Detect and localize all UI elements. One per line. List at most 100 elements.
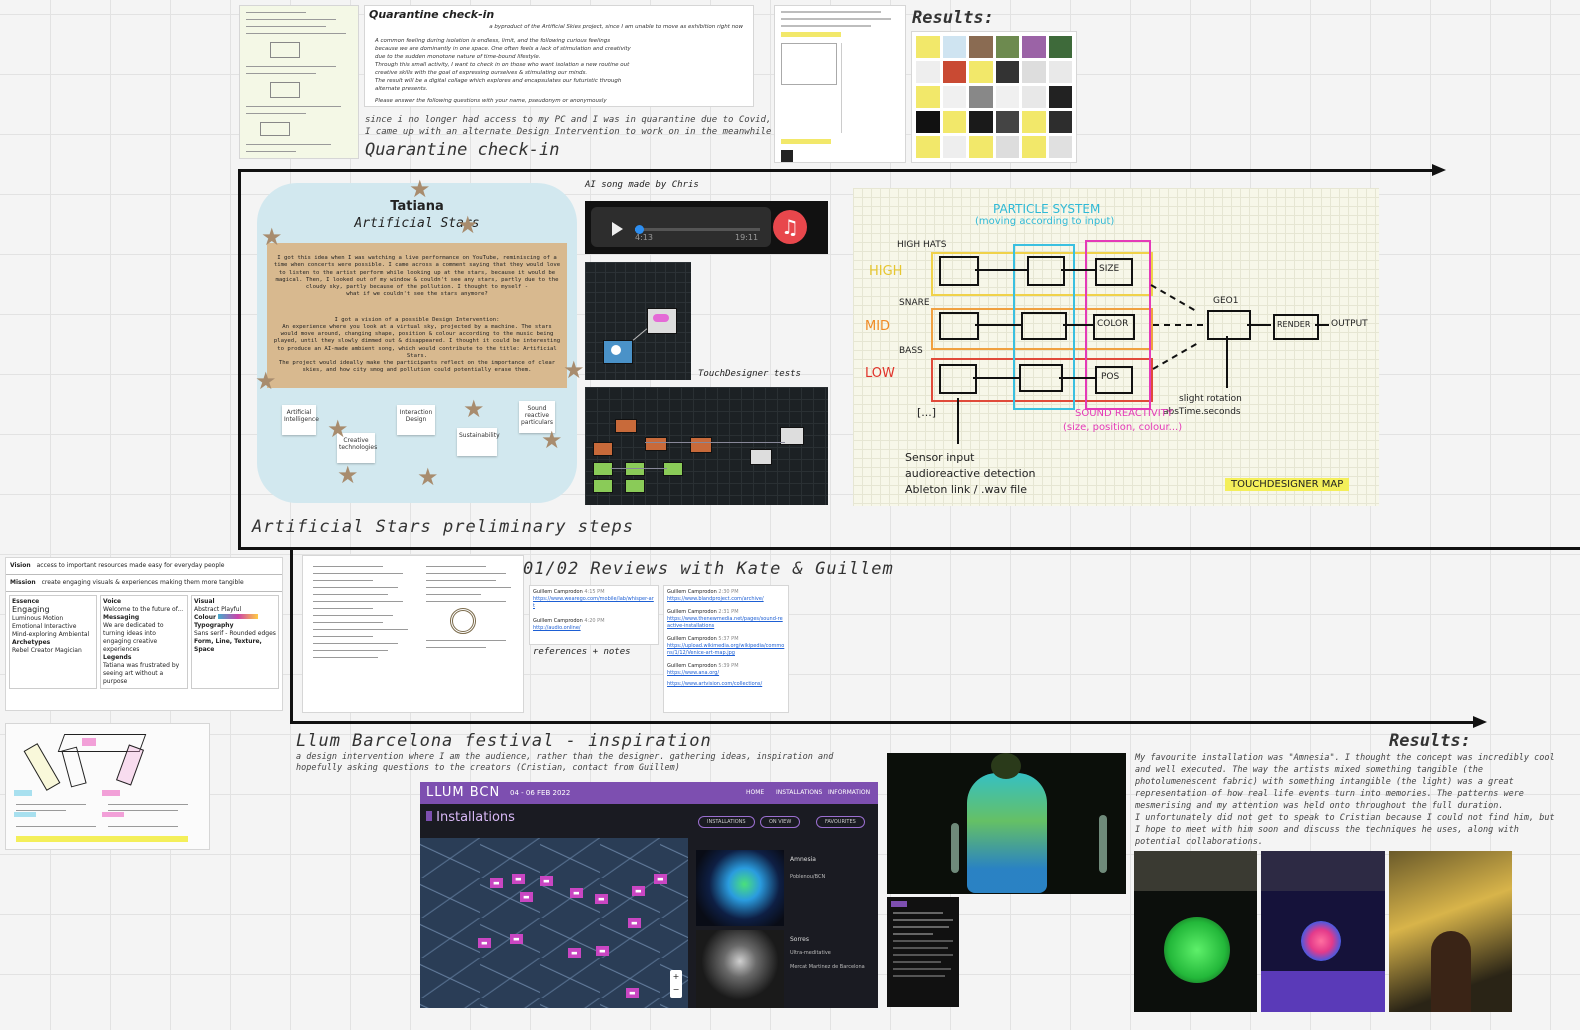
phone-screenshot[interactable] [887,897,959,1007]
sound-reactivity-sub: (size, position, colour...) [1063,422,1183,433]
audio-player[interactable]: 4:13 19:11 ♫ [585,201,828,254]
timeline-vertical-2 [290,547,293,724]
card-subtitle: Ultra-meditative [790,950,831,956]
legends-value: Tatiana was frustrated by seeing art wit… [103,662,180,685]
chat-link[interactable]: https://www.ana.org/ [667,670,720,676]
installations-map[interactable]: ▬ ▬ ▬ ▬ ▬ ▬ ▬ ▬ ▬ ▬ ▬ ▬ ▬ ▬ +− [420,838,688,1008]
visual-label: Visual [194,598,215,605]
timeline-arrow-1 [1432,164,1446,176]
site-logo[interactable]: LLUM BCN [426,785,501,800]
chat-link[interactable]: https://www.thenewmedia.net/pages/sound-… [667,616,783,629]
nav-home[interactable]: HOME [746,789,765,796]
chat-right[interactable]: Guillem Camprodon 2:30 PM https://www.bl… [664,586,788,712]
chat-left[interactable]: Guillem Camprodon 4:15 PM https://www.we… [530,586,658,644]
filter-installations[interactable]: INSTALLATIONS [698,816,755,828]
brand-board[interactable]: Vision access to important resources mad… [6,558,282,710]
zoom-controls[interactable]: +− [670,970,682,998]
music-note-icon[interactable]: ♫ [773,210,807,244]
map-pin[interactable]: ▬ [520,892,533,902]
source-high: HIGH HATS [897,240,947,250]
source-low: BASS [899,346,923,356]
site-dates: 04 - 06 FEB 2022 [510,789,571,797]
llum-website[interactable]: LLUM BCN 04 - 06 FEB 2022 HOME INSTALLAT… [420,782,878,1008]
map-pin[interactable]: ▬ [654,874,667,884]
map-pin[interactable]: ▬ [632,886,645,896]
chat-link[interactable]: http://audio.online/ [533,625,581,631]
visual-value: Abstract [194,606,220,613]
touchdesigner-map[interactable]: PARTICLE SYSTEM (moving according to inp… [853,188,1379,506]
sketch-worksheet[interactable] [240,6,358,158]
touchdesigner-screenshot-2[interactable] [585,387,828,505]
map-pin[interactable]: ▬ [478,938,491,948]
map-pin[interactable]: ▬ [490,878,503,888]
quarantine-form[interactable]: Quarantine check-in a byproduct of the A… [365,6,753,106]
node-high-3 [1095,258,1133,286]
note-creative-tech[interactable]: Creative technologies [337,433,377,463]
row-box-low [931,358,1153,402]
installation-card-1[interactable]: Amnesia Poblenou/BCN [694,850,878,926]
attr-pos: POS [1101,372,1120,382]
note-ai[interactable]: Artificial Intelligence [282,405,319,435]
result-photo-2[interactable] [1261,851,1385,1012]
typography-label: Typography [194,622,234,629]
nav-information[interactable]: INFORMATION [828,789,871,796]
mindmap-sketch[interactable] [6,724,209,849]
review-notes-sketch[interactable] [303,556,523,712]
chat-time: 4:20 PM [584,618,605,624]
star-icon: ★ [563,356,585,384]
map-pin[interactable]: ▬ [626,988,639,998]
filter-favourites[interactable]: FAVOURITES [816,816,865,828]
artificial-stars-board[interactable]: Tatiana Artificial Stars I got this idea… [255,177,585,503]
star-icon: ★ [327,415,349,443]
map-pin[interactable]: ▬ [595,894,608,904]
map-pin[interactable]: ▬ [570,888,583,898]
reviews-heading: 01/02 Reviews with Kate & Guillem [523,559,894,579]
audio-progress-track[interactable] [634,225,760,234]
audio-progress-knob[interactable] [634,225,644,234]
node-low-2 [1019,364,1063,392]
result-photo-1[interactable] [1134,851,1257,1012]
chat-link[interactable]: https://www.wearego.com/mobile/lab/whisp… [533,596,654,609]
source-mid: SNARE [899,298,930,308]
chat-author: Guillem Camprodon [667,636,717,642]
filter-on-view[interactable]: ON VIEW [760,816,801,828]
node-low-3 [1095,366,1133,394]
chat-link[interactable]: https://upload.wikimedia.org/wikipedia/c… [667,643,785,656]
card-subtitle: Poblenou/BCN [790,874,826,880]
level-mid: MID [865,319,891,334]
chat-link[interactable]: https://www.artvision.com/collections/ [667,681,763,687]
results-label-bottom: Results: [1389,731,1471,751]
level-high: HIGH [869,264,903,279]
map-pin[interactable]: ▬ [540,876,553,886]
nav-installations[interactable]: INSTALLATIONS [776,789,823,796]
note-interaction[interactable]: Interaction Design [397,405,435,435]
geo-label: GEO1 [1213,296,1239,306]
chat-link[interactable]: https://www.blandproject.com/archive/ [667,596,764,602]
timeline-line-1 [238,169,1433,172]
row-box-high [931,252,1153,296]
references-label: references + notes [533,647,631,657]
chat-author: Guillem Camprodon [533,618,583,624]
sound-reactivity: SOUND REACTIVITY [1075,408,1173,419]
map-pin[interactable]: ▬ [628,918,641,928]
characteristic: Emotional [12,623,43,630]
result-photo-3[interactable] [1389,851,1512,1012]
column-box-cyan [1013,244,1075,410]
form-text: a byproduct of the Artificial Skies proj… [375,24,743,104]
map-pin[interactable]: ▬ [596,946,609,956]
messaging-value: We are dedicated to turning ideas into e… [103,622,164,653]
colour-label: Colour [194,614,216,621]
map-pin[interactable]: ▬ [512,874,525,884]
touchdesigner-screenshot-1[interactable] [585,262,691,380]
map-pin[interactable]: ▬ [510,934,523,944]
results-collage[interactable] [912,32,1076,162]
play-icon[interactable] [612,222,623,236]
amnesia-photo[interactable] [887,753,1126,894]
installation-card-2[interactable]: Sorres Ultra-meditative Mercat Martinez … [694,930,878,1008]
map-pin[interactable]: ▬ [568,948,581,958]
vision-label: Vision [10,562,31,569]
star-icon: ★ [463,395,485,423]
note-sound-reactive[interactable]: Sound reactive particulars [519,401,555,433]
results-worksheet[interactable] [775,6,905,162]
note-sustainability[interactable]: Sustainability [457,428,500,456]
